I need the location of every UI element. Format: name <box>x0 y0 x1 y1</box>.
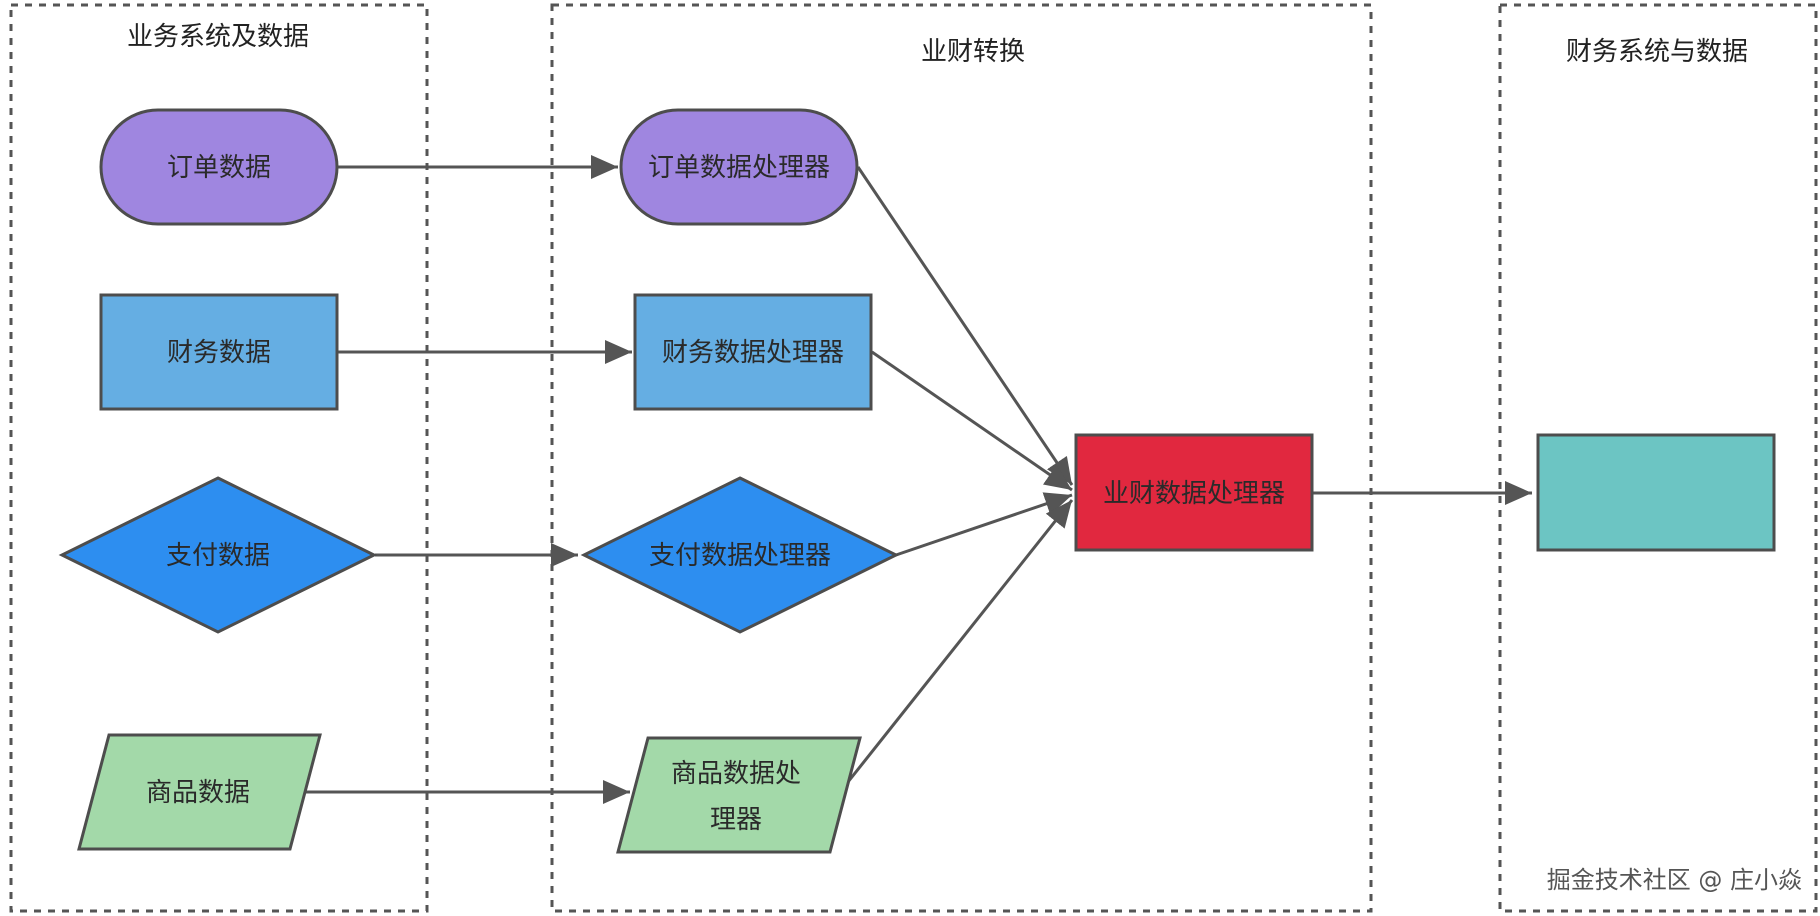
node-order-data-shape <box>99 108 339 226</box>
lane-conversion-title: 业财转换 <box>921 37 1025 67</box>
node-payment-processor[interactable]: 支付数据处理器 <box>580 476 900 634</box>
node-order-processor[interactable]: 订单数据处理器 <box>619 108 859 226</box>
node-finance-target-shape <box>1536 433 1776 552</box>
node-bizfin-processor-label: 业财数据处理器 <box>1103 479 1285 509</box>
node-product-data-shape <box>77 733 322 851</box>
lane-business-border <box>9 3 429 913</box>
lane-business-title: 业务系统及数据 <box>127 22 309 52</box>
watermark-text: 掘金技术社区 @ 庄小焱 <box>1547 866 1802 894</box>
node-payment-processor-shape <box>580 476 900 634</box>
node-product-processor-shape <box>616 736 862 854</box>
node-payment-processor-label: 支付数据处理器 <box>649 541 831 571</box>
node-product-processor-label-line2: 理器 <box>710 805 762 835</box>
node-product-data-label: 商品数据 <box>146 778 250 808</box>
node-order-processor-label: 订单数据处理器 <box>648 153 830 183</box>
node-order-processor-shape <box>619 108 859 226</box>
lane-finance-border <box>1498 3 1818 913</box>
node-bizfin-processor-shape <box>1074 433 1314 552</box>
node-finance-data-shape <box>99 293 339 411</box>
node-product-processor[interactable]: 商品数据处 理器 <box>616 736 862 854</box>
lane-finance-title: 财务系统与数据 <box>1566 37 1748 67</box>
node-finance-processor[interactable]: 财务数据处理器 <box>633 293 873 411</box>
node-finance-processor-shape <box>633 293 873 411</box>
edge-order-processor-to-bizfin <box>856 166 1074 486</box>
node-finance-data[interactable]: 财务数据 <box>99 293 339 411</box>
node-payment-data-shape <box>58 476 378 634</box>
node-product-data[interactable]: 商品数据 <box>77 733 322 851</box>
node-finance-target[interactable] <box>1536 433 1776 552</box>
node-order-data-label: 订单数据 <box>167 153 271 183</box>
node-finance-processor-label: 财务数据处理器 <box>662 338 844 368</box>
node-bizfin-processor[interactable]: 业财数据处理器 <box>1074 433 1314 552</box>
edge-product-processor-to-bizfin <box>838 499 1074 793</box>
node-payment-data[interactable]: 支付数据 <box>58 476 378 634</box>
edge-finance-processor-to-bizfin <box>871 350 1073 492</box>
edge-payment-processor-to-bizfin <box>895 492 1073 557</box>
lane-conversion-border <box>550 3 1373 913</box>
node-product-processor-label-line1: 商品数据处 <box>671 759 801 789</box>
node-payment-data-label: 支付数据 <box>166 541 270 571</box>
node-order-data[interactable]: 订单数据 <box>99 108 339 226</box>
node-finance-data-label: 财务数据 <box>167 338 271 368</box>
